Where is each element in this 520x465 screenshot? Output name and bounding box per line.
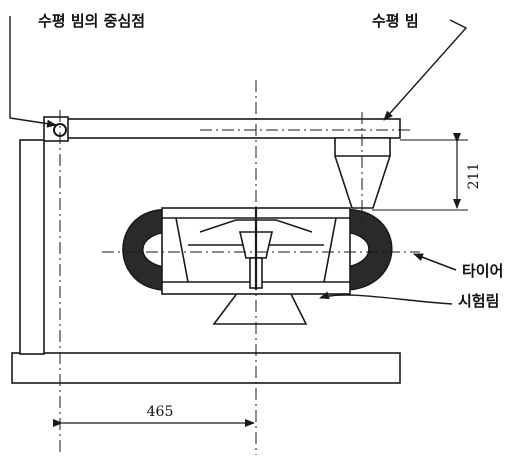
- vertical-post: [19, 139, 45, 355]
- horizontal-beam: [45, 118, 401, 139]
- base-plate: [11, 352, 401, 384]
- label-test-rim: 시험림: [458, 292, 499, 310]
- dimension-465: 465: [147, 404, 174, 420]
- label-tire: 타이어: [462, 262, 503, 280]
- rim-support: [212, 291, 308, 325]
- leader-tire: [413, 253, 457, 271]
- label-beam-center: 수평 빔의 중심점: [38, 12, 145, 30]
- leader-beam: [383, 19, 468, 121]
- leader-test-rim: [319, 291, 453, 305]
- dimension-211: 211: [466, 163, 482, 190]
- label-beam: 수평 빔: [372, 12, 419, 30]
- leader-beam-center: [9, 16, 57, 128]
